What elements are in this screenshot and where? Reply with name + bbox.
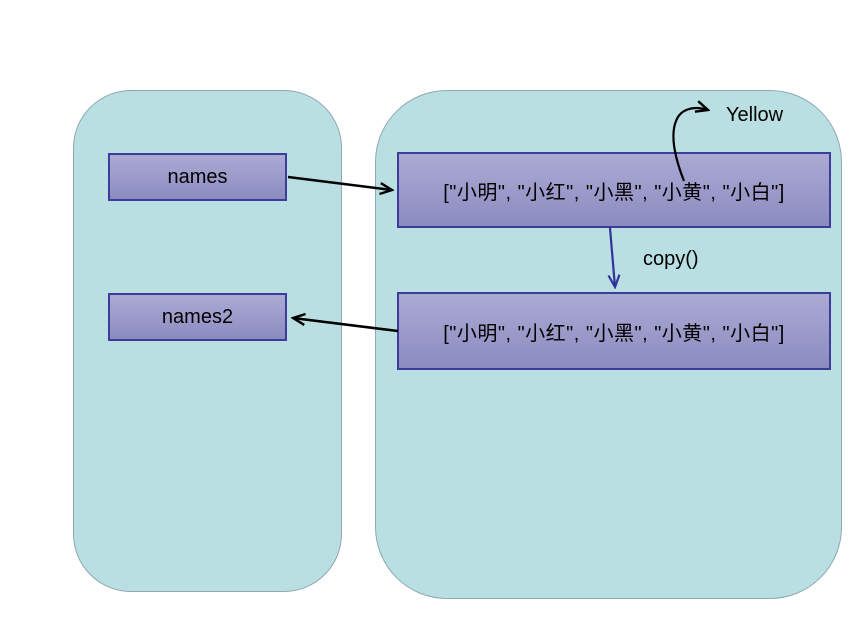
names2-variable-box: names2 — [108, 293, 287, 341]
list2-value-label: ["小明", "小红", "小黑", "小黄", "小白"] — [443, 322, 785, 345]
copy-method-label: copy() — [643, 248, 699, 270]
list1-value-label: ["小明", "小红", "小黑", "小黄", "小白"] — [443, 181, 785, 204]
names2-variable-label: names2 — [161, 305, 234, 328]
list2-value-box: ["小明", "小红", "小黑", "小黄", "小白"] — [397, 292, 831, 370]
names-variable-label: names — [167, 165, 228, 188]
list1-value-box: ["小明", "小红", "小黑", "小黄", "小白"] — [397, 152, 831, 228]
yellow-annotation-label: Yellow — [726, 104, 784, 126]
names-variable-box: names — [108, 153, 287, 201]
